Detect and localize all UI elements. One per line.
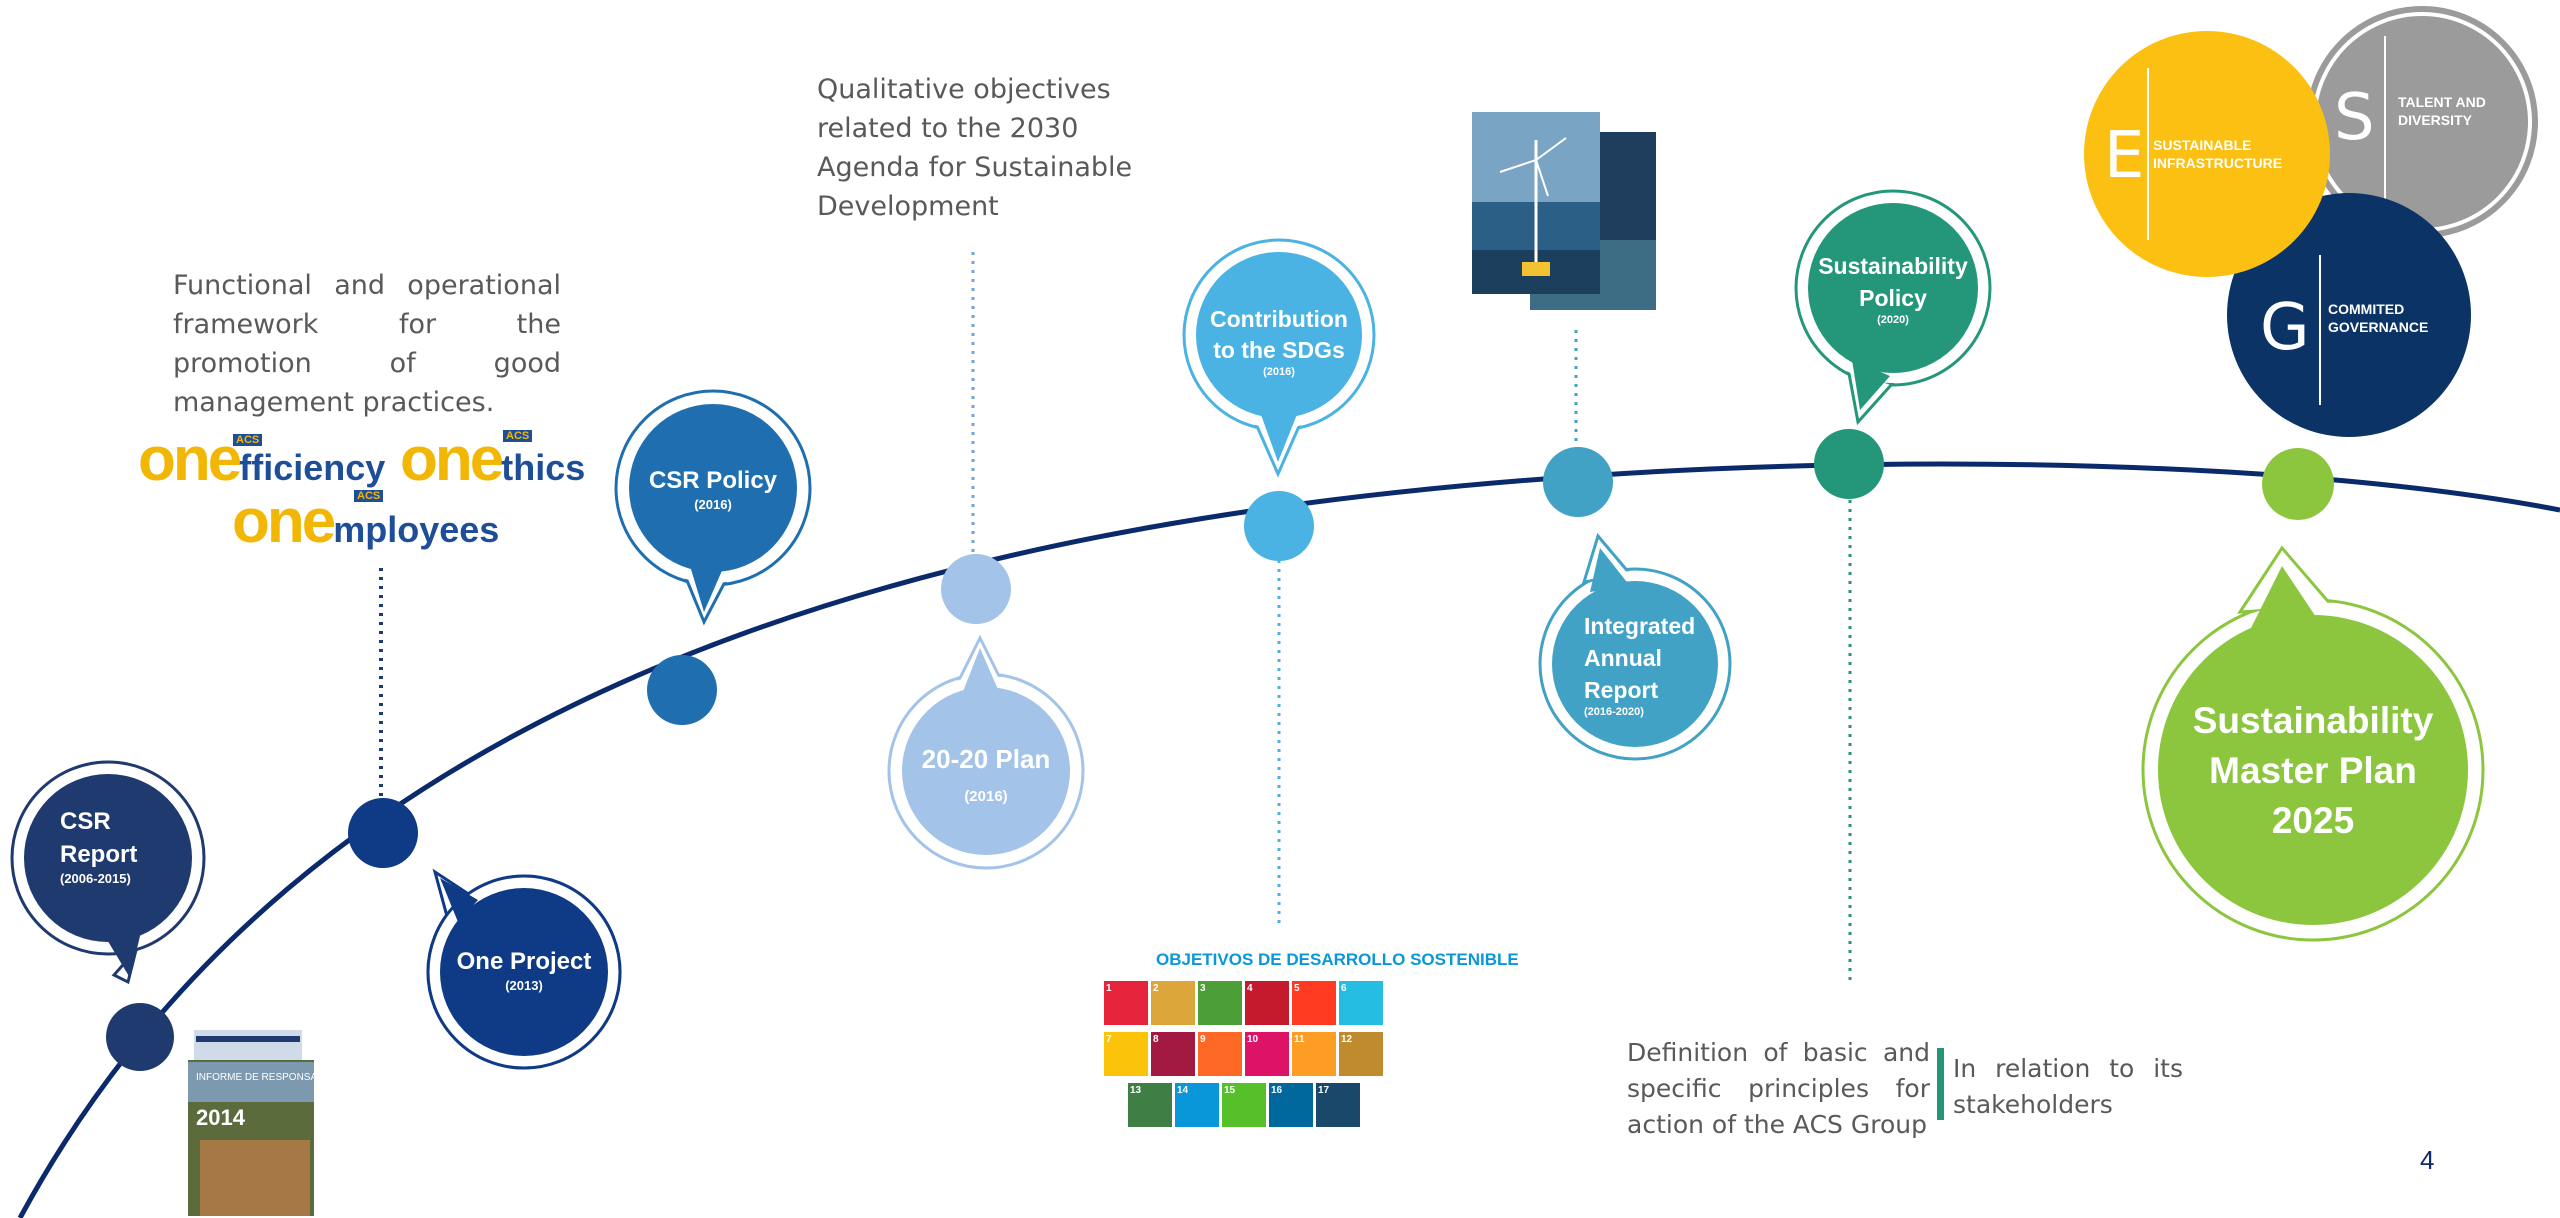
bubble-csr-report: CSR Report (2006-2015): [60, 805, 160, 886]
definition-text: Definition of basic and specific princip…: [1627, 1038, 1930, 1139]
node-csr-report: [106, 1003, 174, 1071]
bubble-master-plan-shape: [2141, 545, 2485, 942]
sdg-tile: 9: [1198, 1032, 1242, 1076]
timeline-arc: [17, 461, 2560, 1218]
sdg-tile: 16: [1269, 1083, 1313, 1127]
esg-e-label: SUSTAINABLE INFRASTRUCTURE: [2153, 137, 2283, 171]
plan-2020-title: 20-20 Plan: [921, 744, 1051, 774]
bubble-2020-plan: 20-20 Plan (2016): [906, 742, 1066, 805]
csr-policy-year: (2016): [694, 497, 732, 512]
stakeholders-text: In relation to its stakeholders: [1953, 1054, 2183, 1119]
bubble-sdgs: Contribution to the SDGs (2016): [1204, 304, 1354, 378]
sdg-tile: 15: [1222, 1083, 1266, 1127]
bubble-sdgs-shape: [1182, 238, 1376, 478]
esg-g-label: COMMITED GOVERNANCE: [2328, 301, 2429, 335]
bubble-2020-plan-shape: [887, 634, 1085, 870]
sdgs-title: Contribution to the SDGs: [1210, 306, 1348, 363]
esg-s-label: TALENT AND DIVERSITY: [2398, 94, 2486, 128]
plan-2020-year: (2016): [964, 788, 1008, 805]
bubble-one-project-shape: [426, 868, 622, 1070]
esg-s-letter: S: [2334, 81, 2375, 155]
bubble-csr-policy-shape: [614, 389, 812, 626]
esg-g-letter: G: [2260, 291, 2310, 365]
one-efficiency-logo: onefficiency: [138, 425, 386, 494]
sdg-logo-header: OBJETIVOS DE DESARROLLO SOSTENIBLE: [1156, 950, 1519, 969]
esg-circles: [2084, 6, 2538, 437]
csr-report-title: CSR Report: [60, 808, 138, 868]
sdg-tile: 10: [1245, 1032, 1289, 1076]
framework-text: Functional and operational framework for…: [173, 270, 561, 418]
esg-e-letter: E: [2104, 119, 2145, 193]
sdg-tile: 1: [1104, 981, 1148, 1025]
sdg-tile: 14: [1175, 1083, 1219, 1127]
node-annual-report: [1543, 447, 1613, 517]
sdg-tile: 4: [1245, 981, 1289, 1025]
one-project-title: One Project: [456, 948, 592, 975]
node-csr-policy: [647, 655, 717, 725]
node-sust-policy: [1814, 429, 1884, 499]
annual-report-years: (2016-2020): [1584, 706, 1644, 718]
svg-text:INFORME DE RESPONSABILIDAD: INFORME DE RESPONSABILIDAD: [196, 1072, 356, 1083]
csr-report-covers: INFORME DE RESPONSABILIDAD 2014: [188, 1030, 356, 1216]
qualitative-objectives-text: Qualitative objectives related to the 20…: [817, 74, 1133, 222]
sdg-tile: 17: [1316, 1083, 1360, 1127]
sdg-tile: 3: [1198, 981, 1242, 1025]
sdg-tile: 5: [1292, 981, 1336, 1025]
annual-report-title: Integrated Annual Report: [1584, 613, 1696, 703]
sdg-tile: 13: [1128, 1083, 1172, 1127]
csr-policy-title: CSR Policy: [648, 467, 778, 494]
one-ethics-logo: onethics: [400, 425, 586, 494]
bubble-one-project: One Project (2013): [444, 946, 604, 993]
bubble-annual-report: Integrated Annual Report (2016-2020): [1584, 610, 1696, 718]
annual-report-covers: [1472, 112, 1656, 310]
sdg-tile: 11: [1292, 1032, 1336, 1076]
acs-tag-ethics: ACS: [503, 430, 533, 442]
sdg-tile: 8: [1151, 1032, 1195, 1076]
node-one-project: [348, 798, 418, 868]
csr-report-year: (2006-2015): [60, 871, 131, 886]
acs-tag-employees: ACS: [354, 490, 384, 502]
one-employees-logo: onemployees: [232, 487, 500, 556]
bubble-csr-report-shape: [10, 760, 206, 985]
node-2020-plan: [941, 554, 1011, 624]
bubble-annual-report-shape: [1538, 532, 1732, 761]
sust-policy-year: (2020): [1877, 314, 1909, 326]
acs-tag-efficiency: ACS: [233, 434, 263, 446]
sdgs-year: (2016): [1263, 366, 1295, 378]
node-master-plan: [2262, 448, 2334, 520]
sdg-tile: 12: [1339, 1032, 1383, 1076]
bubble-sust-policy: Sustainability Policy (2020): [1808, 250, 1978, 326]
sdg-tile: 7: [1104, 1032, 1148, 1076]
sdg-tile: 2: [1151, 981, 1195, 1025]
svg-text:2014: 2014: [196, 1105, 246, 1130]
sdg-tile: 6: [1339, 981, 1383, 1025]
one-project-year: (2013): [505, 978, 543, 993]
node-sdgs: [1244, 491, 1314, 561]
sust-policy-title: Sustainability Policy: [1818, 253, 1968, 311]
page-number: 4: [2420, 1145, 2435, 1175]
bubble-sust-policy-shape: [1794, 189, 1992, 426]
bubble-master-plan: Sustainability Master Plan 2025: [2178, 696, 2448, 846]
stakeholders-bar: [1937, 1048, 1944, 1120]
master-plan-title: Sustainability Master Plan 2025: [2192, 700, 2434, 841]
bubble-csr-policy: CSR Policy (2016): [633, 465, 793, 512]
